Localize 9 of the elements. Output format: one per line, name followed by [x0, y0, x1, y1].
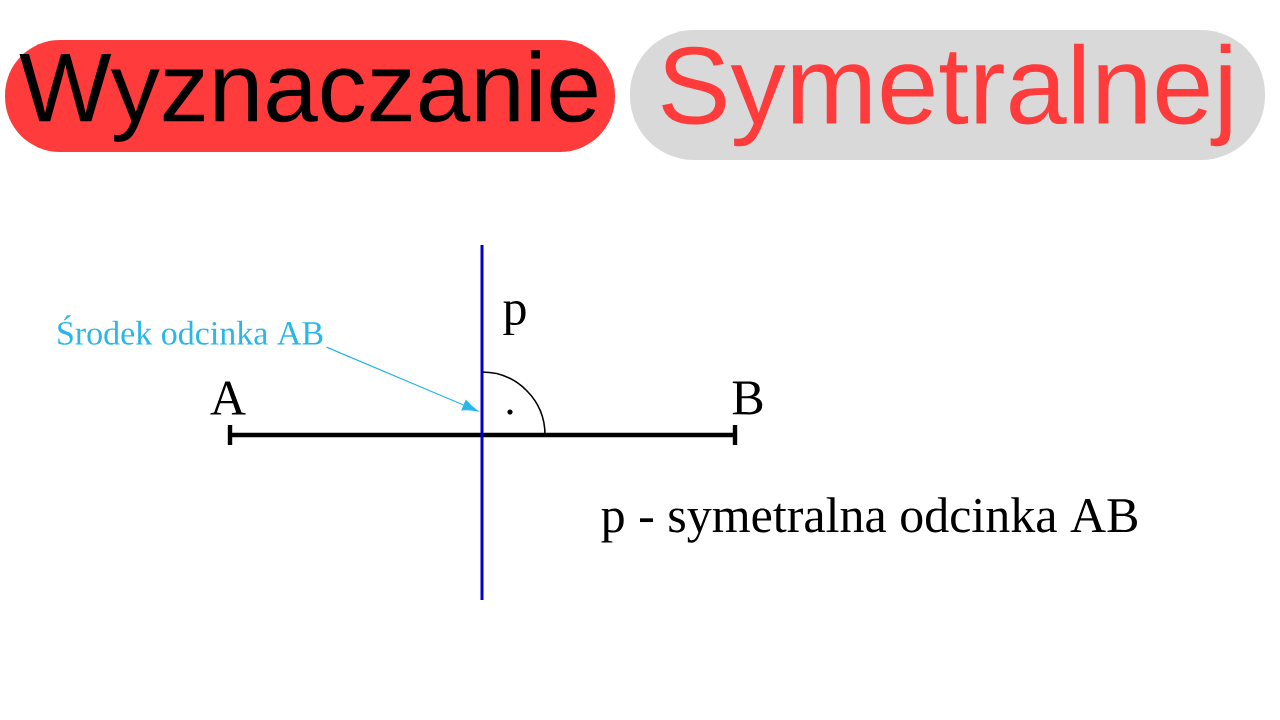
leader-arrow: [325, 346, 479, 412]
title-pill: Symetralnej: [630, 30, 1265, 160]
point-label: A: [210, 381, 246, 415]
callout-text: Środek odcinka AB: [58, 315, 323, 345]
title-pill: Wyznaczanie: [5, 40, 615, 152]
line-label: p: [503, 300, 526, 336]
caption-text: p - symetralna odcinka AB: [601, 497, 1137, 543]
point-label: B: [732, 381, 763, 415]
bisector-line: [480, 245, 484, 600]
